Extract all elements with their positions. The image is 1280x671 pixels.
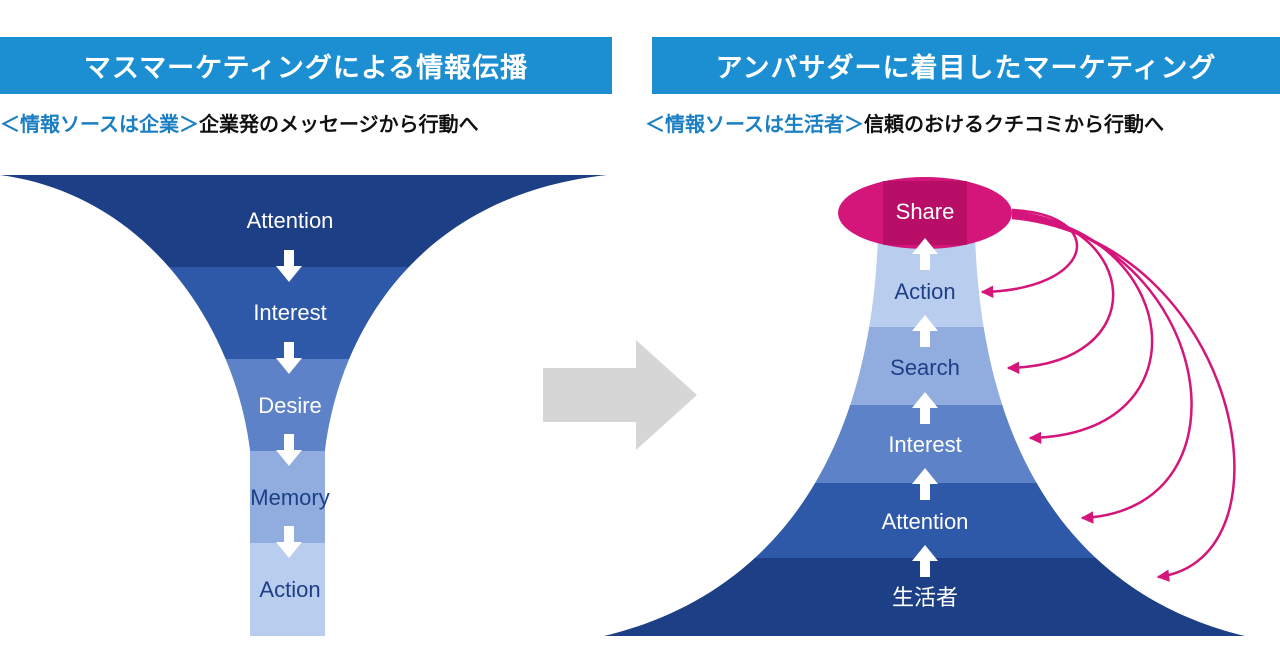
right-up-arrows bbox=[912, 238, 938, 577]
share-feedback-arrows bbox=[980, 208, 1236, 582]
right-stage-search: Search bbox=[890, 355, 960, 380]
feedback-arrow-search bbox=[1006, 210, 1115, 375]
up-arrow-icon bbox=[912, 238, 938, 270]
up-arrow-icon bbox=[912, 468, 938, 500]
right-stage-attention: Attention bbox=[882, 509, 969, 534]
right-title: アンバサダーに着目したマーケティング bbox=[715, 53, 1217, 84]
feedback-arrow-action bbox=[980, 208, 1079, 299]
left-stage-attention: Attention bbox=[247, 208, 334, 233]
down-arrow-icon bbox=[276, 434, 302, 466]
left-stage-interest: Interest bbox=[253, 300, 326, 325]
share-bubble: Share bbox=[838, 177, 1012, 249]
right-arrow-icon bbox=[543, 340, 697, 450]
left-subtitle-text: 企業発のメッセージから行動へ bbox=[199, 112, 479, 136]
right-stage-consumer: 生活者 bbox=[892, 585, 958, 610]
feedback-arrow-consumer bbox=[1011, 216, 1236, 582]
down-arrow-icon bbox=[276, 342, 302, 374]
up-arrow-icon bbox=[912, 392, 938, 424]
left-stage-labels: Attention Interest Desire Memory Action bbox=[247, 208, 334, 602]
right-stage-interest: Interest bbox=[888, 432, 961, 457]
right-title-banner: アンバサダーに着目したマーケティング bbox=[652, 37, 1280, 94]
right-subtitle-tag: ＜情報ソースは生活者＞ bbox=[645, 112, 864, 136]
up-arrow-icon bbox=[912, 545, 938, 577]
up-arrow-icon bbox=[912, 315, 938, 347]
left-title: マスマーケティングによる情報伝播 bbox=[83, 53, 529, 84]
right-stage-labels: Action Search Interest Attention 生活者 bbox=[882, 279, 969, 610]
left-subtitle-tag: ＜情報ソースは企業＞ bbox=[0, 112, 199, 136]
left-down-arrows bbox=[276, 250, 302, 558]
left-stage-desire: Desire bbox=[258, 393, 322, 418]
right-stage-action: Action bbox=[894, 279, 955, 304]
left-title-banner: マスマーケティングによる情報伝播 bbox=[0, 37, 612, 94]
feedback-arrow-interest bbox=[1011, 212, 1154, 445]
right-subtitle-text: 信頼のおけるクチコミから行動へ bbox=[864, 112, 1164, 136]
left-stage-memory: Memory bbox=[250, 485, 329, 510]
down-arrow-icon bbox=[276, 250, 302, 282]
left-subtitle: ＜情報ソースは企業＞企業発のメッセージから行動へ bbox=[0, 108, 612, 137]
feedback-arrow-attention bbox=[1011, 214, 1193, 524]
share-label: Share bbox=[896, 199, 955, 224]
left-stage-action: Action bbox=[259, 577, 320, 602]
down-arrow-icon bbox=[276, 526, 302, 558]
right-subtitle: ＜情報ソースは生活者＞信頼のおけるクチコミから行動へ bbox=[645, 108, 1280, 137]
